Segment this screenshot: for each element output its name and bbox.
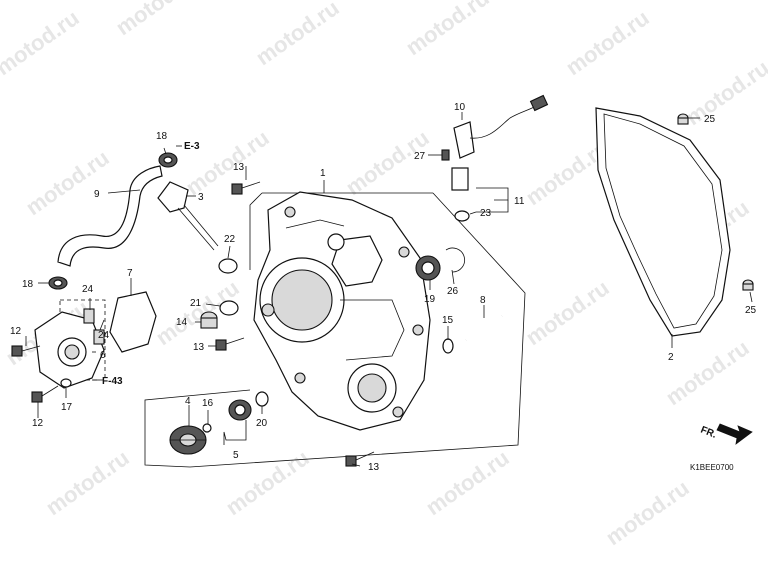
hose-clamp-bottom [48,276,68,290]
callout-5: 5 [233,450,239,461]
callout-10: 10 [454,102,466,113]
fr-direction: FR. [699,423,753,445]
callout-25a: 25 [704,114,716,125]
callout-15: 15 [442,315,454,326]
right-crankcase-cover [253,191,431,431]
callout-3: 3 [198,192,204,203]
cover-gasket [595,107,731,337]
shaft [465,314,503,342]
hose-clamp-top [158,152,178,168]
reference-e3: E-3 [184,141,200,152]
plug [200,311,218,329]
callout-13c: 13 [368,462,380,473]
callout-12a: 12 [10,326,22,337]
dowel-pin [677,113,689,125]
callout-22: 22 [224,234,236,245]
reference-f43: F-43 [102,376,123,387]
oil-filler-cap [157,181,238,274]
callout-20: 20 [256,418,268,429]
callout-13b: 13 [193,342,205,353]
callout-19: 19 [424,294,436,305]
callout-26: 26 [447,286,459,297]
bolt [345,451,375,467]
bearing [415,255,441,281]
fr-arrow-icon [716,423,753,445]
callout-2: 2 [668,352,674,363]
bolt [441,149,450,161]
bolt [231,181,261,195]
callout-13a: 13 [233,162,245,173]
callout-17: 17 [61,402,73,413]
washer [60,378,72,388]
diagram-code: K1BEE0700 [690,463,734,472]
oil-seal [255,391,269,407]
circlip [445,247,466,273]
callout-24a: 24 [82,284,94,295]
callout-14: 14 [176,317,188,328]
o-ring [219,300,239,316]
callout-11: 11 [514,196,525,207]
leader-lines [25,112,753,467]
callout-6: 6 [100,350,106,361]
mechanical-seal [228,399,252,421]
callout-18b: 18 [22,279,34,290]
callout-16: 16 [202,398,214,409]
callout-25b: 25 [745,305,757,316]
water-pump-cover [34,308,105,389]
bolt [31,385,59,403]
washer [202,423,212,433]
callout-9: 9 [94,189,100,200]
bolt [11,345,41,357]
callout-21: 21 [190,298,202,309]
callout-7: 7 [127,268,133,279]
callout-12b: 12 [32,418,44,429]
dowel-pin [742,279,754,291]
callout-1: 1 [320,168,326,179]
callout-27: 27 [414,151,426,162]
bolt [215,337,245,351]
callout-4: 4 [185,396,191,407]
callout-24b: 24 [98,330,110,341]
callouts: 1 2 3 4 5 6 7 8 9 10 11 12 12 13 13 13 1… [10,102,757,473]
water-pump-impeller [169,425,207,455]
callout-18a: 18 [156,131,168,142]
sensor [451,167,470,222]
direction-label: FR. [699,425,718,441]
pump-o-ring [109,291,157,353]
seal [442,338,454,354]
callout-8: 8 [480,295,486,306]
sensor-wire [453,94,549,159]
water-hose [57,165,163,267]
callout-23: 23 [480,208,492,219]
